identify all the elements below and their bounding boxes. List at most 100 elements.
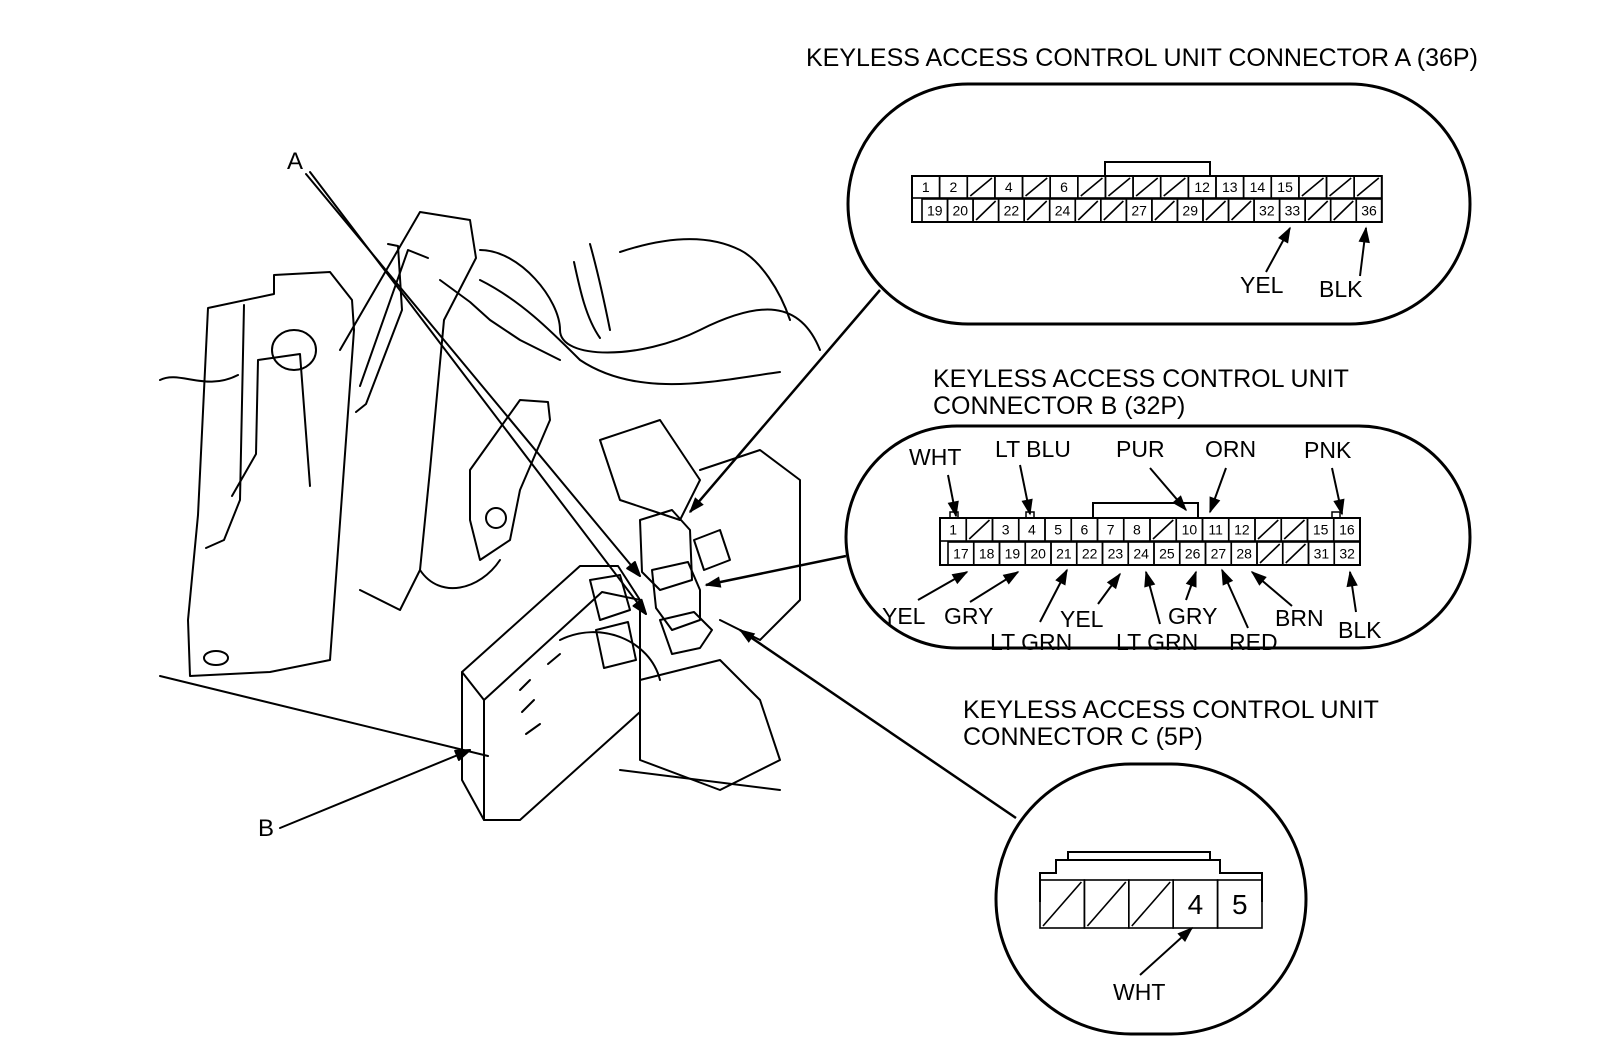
connector-a-pointer [689, 289, 881, 513]
connector-a-top-pin-15: 15 [1277, 179, 1293, 195]
connector-b-wire-yel-23-label: YEL [1060, 606, 1104, 632]
connector-a-bottom-pin-32: 32 [1259, 203, 1275, 219]
connector-b-yel17-arrow-head [951, 571, 969, 585]
connector-a-callout: KEYLESS ACCESS CONTROL UNIT CONNECTOR A … [689, 44, 1478, 514]
column-detail [355, 243, 403, 413]
connector-b-top-pin-3: 3 [1002, 522, 1010, 538]
connector-b-wire-lt-blu-label: LT BLU [995, 436, 1071, 462]
connector-c-pointer [739, 628, 1017, 820]
connector-b-wire-blk-32-label: BLK [1338, 617, 1382, 643]
connector-b-callout: KEYLESS ACCESS CONTROL UNIT CONNECTOR B … [704, 365, 1472, 655]
bracket-slot [231, 353, 311, 497]
connector-b-top-blank-slash [968, 519, 991, 540]
connector-b-pur-arrow-head [1172, 495, 1187, 512]
connector-b-bottom-blank-slash [1259, 543, 1281, 564]
connector-b-bottom-pin-20: 20 [1030, 546, 1046, 562]
harness-guide [439, 279, 561, 361]
connector-b-gry19-arrow-head [1002, 571, 1020, 585]
connector-a-top-pin-2: 2 [950, 179, 958, 195]
connector-a-top-pin-14: 14 [1250, 179, 1266, 195]
connector-b-bottom-pin-18: 18 [979, 546, 995, 562]
connector-a-bottom-blank-slash [1230, 200, 1252, 221]
connector-b-bottom-pin-19: 19 [1005, 546, 1021, 562]
connector-c-cell [1216, 879, 1263, 929]
connector-b-ltgrn21-arrow-head [1055, 568, 1068, 586]
connector-a-bottom-pin-19: 19 [927, 203, 943, 219]
bg-panel-3 [639, 659, 781, 791]
connector-b-wire-pur-label: PUR [1116, 436, 1165, 462]
connector-b-latch [1092, 502, 1199, 518]
connector-b-wire-labels: WHT LT BLU PUR ORN PNK YEL GRY LT GRN YE… [882, 436, 1382, 655]
harness-branch [619, 238, 791, 321]
connector-c-blank-slash [1131, 881, 1171, 927]
connector-a-bottom-blank-slash [1026, 200, 1048, 221]
connector-b-top-pin-4: 4 [1028, 522, 1036, 538]
connector-b-bottom-pin-25: 25 [1159, 546, 1175, 562]
connector-b-bottom-blank-slash [1285, 543, 1307, 564]
connector-c-callout: KEYLESS ACCESS CONTROL UNIT CONNECTOR C … [738, 628, 1379, 1036]
callout-a-label: A [287, 148, 303, 175]
connector-a-top-blank-slash [1163, 177, 1186, 197]
connector-c-blank-slash [1086, 881, 1127, 927]
bg-panel-1 [599, 419, 701, 521]
control-unit-ports [589, 574, 637, 669]
control-unit-top-edge [483, 591, 641, 701]
connector-a-title: KEYLESS ACCESS CONTROL UNIT CONNECTOR A … [806, 44, 1478, 72]
connector-b-top-blank-slash [1257, 519, 1279, 540]
connector-a-top-blank-slash [1135, 177, 1159, 197]
connector-c-title-line2: CONNECTOR C (5P) [963, 723, 1203, 751]
connector-b-wire-orn-label: ORN [1205, 436, 1256, 462]
connector-a-bottom-pin-20: 20 [953, 203, 969, 219]
connector-a-latch [1104, 161, 1211, 176]
bracket-left-outline [187, 271, 355, 677]
connector-b-pointer [705, 554, 847, 587]
control-unit-front-edge [461, 671, 485, 821]
mount-harness-clip [419, 559, 501, 589]
connector-b-bottom-pin-28: 28 [1236, 546, 1252, 562]
connector-b-bottom-pin-31: 31 [1314, 546, 1330, 562]
connector-b-bottom-pin-32: 32 [1339, 546, 1355, 562]
connector-a-bubble [846, 82, 1472, 326]
connector-b-red27-arrow-head [1221, 568, 1234, 586]
harness-loom-upper [479, 249, 821, 354]
connector-a-wire-yel-label: YEL [1240, 272, 1284, 298]
connector-b-brn28-arrow-head [1250, 571, 1267, 586]
connector-b-yel23-arrow-head [1106, 572, 1121, 590]
connector-b-ltgrn24-arrow-head [1144, 570, 1156, 588]
connector-a-top-pin-13: 13 [1222, 179, 1238, 195]
connector-b-bubble [844, 424, 1472, 650]
connector-b-bottom-pin-17: 17 [953, 546, 969, 562]
connector-a-top-pin-6: 6 [1060, 179, 1068, 195]
connector-a-bottom-cell [1355, 198, 1383, 223]
connector-c-latch [1067, 851, 1211, 860]
connector-b-bottom-pin-22: 22 [1082, 546, 1098, 562]
connector-a-bottom-pin-29: 29 [1182, 203, 1198, 219]
plug-a [639, 509, 693, 591]
connector-b-top-pin-11: 11 [1208, 522, 1223, 538]
control-unit-body [461, 565, 641, 821]
connector-b-top-pin-10: 10 [1182, 522, 1198, 538]
connector-b-top-blank-slash [1152, 519, 1174, 540]
connector-b-top-pin-15: 15 [1313, 522, 1329, 538]
connector-a-top-pin-12: 12 [1194, 179, 1210, 195]
connector-c-wht-arrow-head [1177, 927, 1194, 942]
connector-a-top-pin-4: 4 [1005, 179, 1013, 195]
connector-b-title-line2: CONNECTOR B (32P) [933, 392, 1185, 420]
connector-b-top-cell [1332, 517, 1361, 542]
callout-a-leader-2 [309, 171, 647, 615]
connector-a-bottom-blank-slash [1307, 200, 1329, 221]
connector-b-bottom-pin-21: 21 [1056, 546, 1072, 562]
connector-c-pin-5: 5 [1232, 889, 1248, 920]
bg-lower-line [619, 769, 781, 791]
connector-a-bottom-pin-24: 24 [1055, 203, 1071, 219]
connector-c-pointer-head [738, 629, 756, 643]
mount-nut [485, 507, 507, 529]
bg-panel-2 [699, 449, 801, 641]
bracket-side-edge [205, 304, 245, 549]
connector-c-housing [1039, 859, 1263, 902]
connector-b-wire-yel-17-label: YEL [882, 603, 926, 629]
connector-b-bottom-pin-24: 24 [1133, 546, 1149, 562]
connector-b-pin-bump [1331, 511, 1341, 519]
